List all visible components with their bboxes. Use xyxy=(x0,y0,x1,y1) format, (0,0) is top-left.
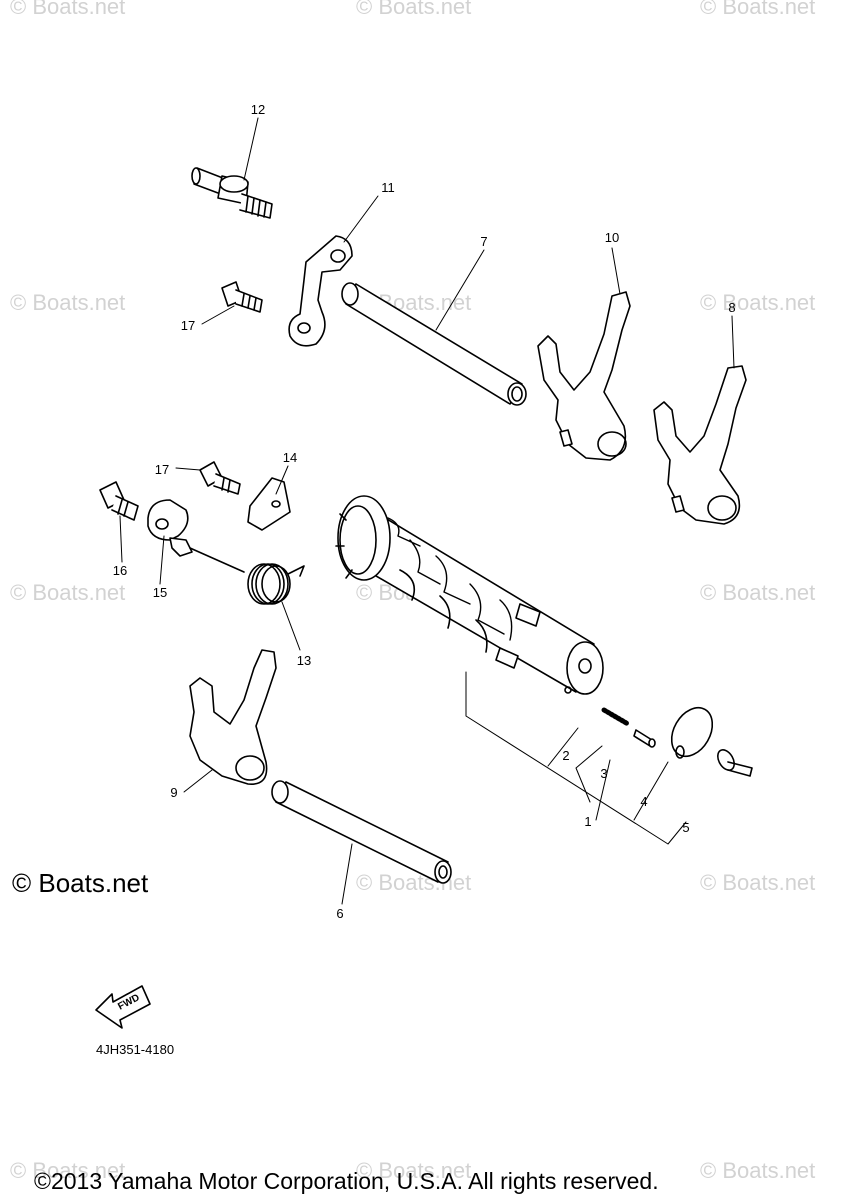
watermark: © Boats.net xyxy=(10,0,126,19)
part-15-segment-lever[interactable] xyxy=(147,499,193,557)
callout-17: 17 xyxy=(181,318,195,333)
callout-1: 1 xyxy=(584,814,591,829)
watermark: © Boats.net xyxy=(700,580,816,605)
watermark: © Boats.net xyxy=(700,870,816,895)
callout-8: 8 xyxy=(728,300,735,315)
callout-10: 10 xyxy=(605,230,619,245)
watermark: © Boats.net xyxy=(10,580,126,605)
callout-15: 15 xyxy=(153,585,167,600)
callout-13: 13 xyxy=(297,653,311,668)
callout-17: 17 xyxy=(155,462,169,477)
watermark: © Boats.net xyxy=(10,1158,126,1183)
callout-2: 2 xyxy=(562,748,569,763)
part-17-bolt[interactable] xyxy=(221,281,263,313)
callout-14: 14 xyxy=(283,450,297,465)
part-7-guide-bar[interactable] xyxy=(341,282,527,406)
callout-9: 9 xyxy=(170,785,177,800)
part-17-bolt[interactable] xyxy=(199,461,241,495)
part-9-shift-fork[interactable] xyxy=(189,649,277,785)
watermark: © Boats.net xyxy=(700,1158,816,1183)
part-8-shift-fork[interactable] xyxy=(653,365,747,525)
part-11-stopper-lever[interactable] xyxy=(288,235,353,347)
part-2-spring[interactable] xyxy=(601,707,631,727)
watermark: © Boats.net xyxy=(700,0,816,19)
callout-4: 4 xyxy=(640,794,647,809)
callout-6: 6 xyxy=(336,906,343,921)
watermark: © Boats.net xyxy=(700,290,816,315)
leader-lines xyxy=(119,117,735,905)
part-1-shift-drum[interactable] xyxy=(335,495,604,695)
part-12-stud-bolt[interactable] xyxy=(191,167,273,219)
callout-12: 12 xyxy=(251,102,265,117)
part-6-guide-bar[interactable] xyxy=(271,780,452,884)
callout-3: 3 xyxy=(600,766,607,781)
copyright-notice: ©2013 Yamaha Motor Corporation, U.S.A. A… xyxy=(34,1168,659,1194)
callout-5: 5 xyxy=(682,820,689,835)
part-4-washer[interactable] xyxy=(663,700,720,763)
watermark: © Boats.net xyxy=(356,0,472,19)
callout-11: 11 xyxy=(381,180,395,195)
part-3-pin[interactable] xyxy=(633,729,656,748)
callout-7: 7 xyxy=(480,234,487,249)
part-16-bolt[interactable] xyxy=(99,481,139,521)
part-14-plate[interactable] xyxy=(247,477,291,531)
brand-watermark: © Boats.net xyxy=(12,868,149,898)
watermark: © Boats.net xyxy=(10,290,126,315)
fwd-arrow-icon: FWD xyxy=(95,985,151,1029)
watermark: © Boats.net xyxy=(356,1158,472,1183)
watermark: © Boats.net xyxy=(356,870,472,895)
callout-16: 16 xyxy=(113,563,127,578)
part-10-shift-fork[interactable] xyxy=(537,291,631,461)
part-5-screw[interactable] xyxy=(714,747,753,777)
part-13-torsion-spring[interactable] xyxy=(189,547,305,605)
diagram-code: 4JH351-4180 xyxy=(96,1042,175,1057)
